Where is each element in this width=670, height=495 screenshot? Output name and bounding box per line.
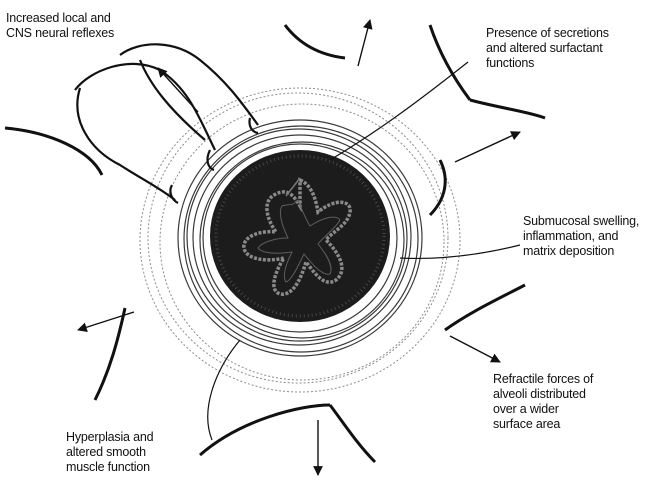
- label-neural-reflexes: Increased local and CNS neural reflexes: [6, 11, 114, 41]
- label-secretions-line2: and altered surfactant: [486, 41, 609, 56]
- label-refractile-line2: alveoli distributed: [493, 387, 593, 402]
- label-submucosal: Submucosal swelling, inflammation, and m…: [523, 214, 639, 259]
- label-refractile-forces: Refractile forces of alveoli distributed…: [493, 372, 593, 432]
- label-secretions-line3: functions: [486, 56, 609, 71]
- label-neural-reflexes-line2: CNS neural reflexes: [6, 26, 114, 41]
- label-hyperplasia-line2: altered smooth: [66, 445, 153, 460]
- submucosa-dark-region: [210, 150, 390, 322]
- label-submucosal-line2: inflammation, and: [523, 229, 639, 244]
- label-hyperplasia: Hyperplasia and altered smooth muscle fu…: [66, 430, 153, 475]
- label-refractile-line1: Refractile forces of: [493, 372, 593, 387]
- label-refractile-line4: surface area: [493, 417, 593, 432]
- label-secretions: Presence of secretions and altered surfa…: [486, 26, 609, 71]
- label-submucosal-line3: matrix deposition: [523, 244, 639, 259]
- label-neural-reflexes-line1: Increased local and: [6, 11, 114, 26]
- nerve-fibers: [75, 44, 258, 203]
- label-refractile-line3: over a wider: [493, 402, 593, 417]
- label-secretions-line1: Presence of secretions: [486, 26, 609, 41]
- label-hyperplasia-line3: muscle function: [66, 460, 153, 475]
- label-hyperplasia-line1: Hyperplasia and: [66, 430, 153, 445]
- label-submucosal-line1: Submucosal swelling,: [523, 214, 639, 229]
